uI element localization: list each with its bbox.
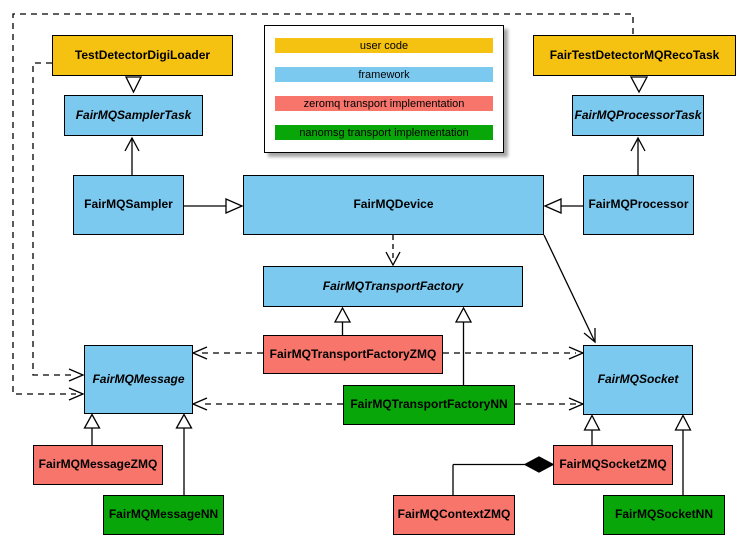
association-processor-to-processortask [630, 136, 646, 175]
class-fairmqmessage: FairMQMessage [84, 345, 193, 414]
generalization-socketnn-socket [674, 414, 692, 495]
class-testdetectordigiloader: TestDetectorDigiLoader [52, 35, 233, 76]
generalization-messagenn-message [175, 413, 193, 495]
composition-socketzmq-contextzmq [452, 456, 555, 495]
class-fairmqmessagenn: FairMQMessageNN [103, 495, 224, 535]
class-fairmqcontextzmq: FairMQContextZMQ [393, 495, 515, 535]
class-fairmqprocessortask: FairMQProcessorTask [572, 95, 704, 136]
class-fairtestdetectormqrecotask: FairTestDetectorMQRecoTask [533, 35, 736, 76]
class-fairmqsocketzmq: FairMQSocketZMQ [553, 445, 673, 485]
class-fairmqsamplertask: FairMQSamplerTask [64, 95, 203, 136]
generalization-digiloader-samplertask [124, 76, 143, 94]
class-fairmqprocessor: FairMQProcessor [583, 175, 694, 235]
dependency-factorynn-message [191, 397, 343, 411]
dependency-device-transportfactory [385, 235, 401, 267]
dependency-factoryzmq-message [191, 346, 263, 360]
class-fairmqtransportfactory: FairMQTransportFactory [263, 266, 523, 307]
legend-item-framework: framework [275, 67, 493, 82]
class-fairmqsocketnn: FairMQSocketNN [603, 495, 725, 535]
class-fairmqmessagezmq: FairMQMessageZMQ [33, 445, 163, 485]
class-fairmqtransportfactoryzmq: FairMQTransportFactoryZMQ [263, 335, 443, 374]
generalization-factoryzmq-transportfactory [333, 306, 352, 335]
class-fairmqsampler: FairMQSampler [73, 175, 184, 235]
association-sampler-to-samplertask [124, 136, 140, 175]
legend-item-nanomsg: nanomsg transport implementation [275, 125, 493, 140]
generalization-sampler-device [184, 198, 244, 214]
legend-item-user-code: user code [275, 38, 493, 53]
generalization-socketzmq-socket [583, 414, 601, 445]
generalization-processor-device [543, 198, 583, 214]
generalization-messagezmq-message [83, 413, 101, 445]
dependency-factorynn-socket [515, 397, 585, 411]
class-fairmqsocket: FairMQSocket [583, 345, 693, 415]
legend: user code framework zeromq transport imp… [264, 25, 504, 153]
class-fairmqtransportfactorynn: FairMQTransportFactoryNN [343, 385, 515, 425]
generalization-recotask-processortask [629, 76, 649, 94]
association-device-socket [543, 234, 596, 344]
class-fairmqdevice: FairMQDevice [243, 175, 544, 235]
dependency-digiloader-to-message [32, 62, 85, 382]
dependency-recotask-to-message [12, 13, 634, 401]
legend-item-zeromq: zeromq transport implementation [275, 96, 493, 111]
generalization-factorynn-transportfactory [454, 306, 473, 385]
